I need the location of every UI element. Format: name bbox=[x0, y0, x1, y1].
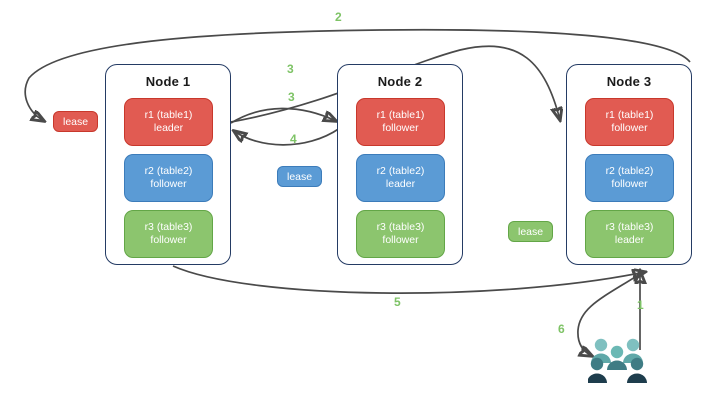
step-label-3b: 3 bbox=[288, 90, 295, 104]
replica-node1-r1[interactable]: r1 (table1) leader bbox=[124, 98, 213, 146]
node-card-node3[interactable]: Node 3 r1 (table1) follower r2 (table2) … bbox=[566, 64, 692, 265]
lease-chip-r2[interactable]: lease bbox=[277, 166, 323, 187]
replica-role: follower bbox=[611, 178, 648, 190]
replica-node1-r3[interactable]: r3 (table3) follower bbox=[124, 210, 213, 258]
step-label-3a: 3 bbox=[287, 62, 294, 76]
step-label-2: 2 bbox=[335, 10, 342, 24]
replica-role: leader bbox=[385, 178, 416, 190]
replica-node2-r3[interactable]: r3 (table3) follower bbox=[356, 210, 445, 258]
edge-step-3b bbox=[230, 107, 336, 124]
replica-node1-r2[interactable]: r2 (table2) follower bbox=[124, 154, 213, 202]
edge-step-5 bbox=[172, 265, 645, 294]
replica-name: r2 (table2) bbox=[376, 164, 425, 177]
replica-name: r3 (table3) bbox=[605, 220, 654, 233]
node-title: Node 1 bbox=[145, 74, 191, 89]
node-title: Node 2 bbox=[377, 74, 423, 89]
replica-role: leader bbox=[153, 122, 184, 134]
replica-name: r3 (table3) bbox=[144, 220, 193, 233]
replica-role: follower bbox=[611, 122, 648, 134]
replica-name: r1 (table1) bbox=[376, 108, 425, 121]
users-group-icon bbox=[588, 338, 647, 383]
replica-node2-r1[interactable]: r1 (table1) follower bbox=[356, 98, 445, 146]
edge-step-4 bbox=[234, 127, 341, 146]
replica-role: follower bbox=[150, 178, 187, 190]
replica-node3-r3[interactable]: r3 (table3) leader bbox=[585, 210, 674, 258]
replica-name: r1 (table1) bbox=[144, 108, 193, 121]
node-card-node2[interactable]: Node 2 r1 (table1) follower r2 (table2) … bbox=[337, 64, 463, 265]
step-label-1: 1 bbox=[637, 298, 644, 312]
replica-name: r1 (table1) bbox=[605, 108, 654, 121]
step-label-6: 6 bbox=[558, 322, 565, 336]
node-card-node1[interactable]: Node 1 r1 (table1) leader r2 (table2) fo… bbox=[105, 64, 231, 265]
replica-name: r3 (table3) bbox=[376, 220, 425, 233]
lease-chip-r3[interactable]: lease bbox=[508, 221, 554, 242]
replica-role: leader bbox=[614, 234, 645, 246]
replica-node3-r1[interactable]: r1 (table1) follower bbox=[585, 98, 674, 146]
replica-node3-r2[interactable]: r2 (table2) follower bbox=[585, 154, 674, 202]
replica-name: r2 (table2) bbox=[605, 164, 654, 177]
replica-role: follower bbox=[150, 234, 187, 246]
replica-role: follower bbox=[382, 234, 419, 246]
lease-chip-r1[interactable]: lease bbox=[53, 111, 99, 132]
step-label-5: 5 bbox=[394, 295, 401, 309]
step-label-4: 4 bbox=[290, 132, 297, 146]
replica-name: r2 (table2) bbox=[144, 164, 193, 177]
node-title: Node 3 bbox=[606, 74, 652, 89]
replica-node2-r2[interactable]: r2 (table2) leader bbox=[356, 154, 445, 202]
replica-role: follower bbox=[382, 122, 419, 134]
